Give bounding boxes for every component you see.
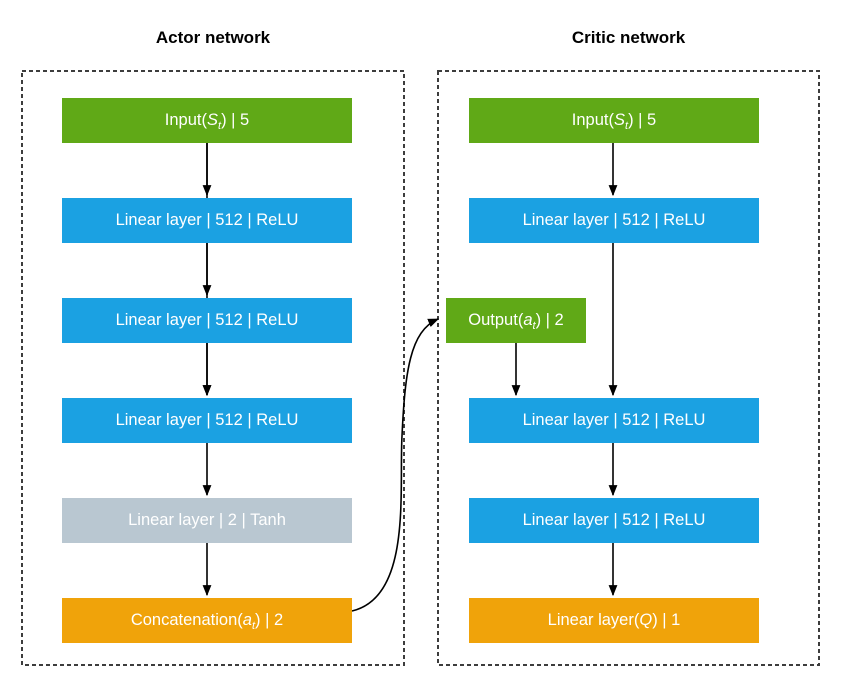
node-label: Input(	[571, 111, 614, 129]
node-actor-input: Input(St) | 5	[62, 98, 352, 143]
critic-network-frame	[437, 70, 820, 666]
node-critic-input: Input(St) | 5	[469, 98, 759, 143]
node-actor-linear1: Linear layer | 512 | ReLU	[62, 198, 352, 243]
node-actor-tanh: Linear layer | 2 | Tanh	[62, 498, 352, 543]
node-label: Linear layer | 512 | ReLU	[115, 211, 299, 229]
node-label-var: S	[613, 111, 625, 129]
actor-network-frame	[21, 70, 405, 666]
node-label: Concatenation(	[130, 611, 243, 629]
node-label: ) | 2	[535, 311, 564, 329]
node-critic-linear1: Linear layer | 512 | ReLU	[469, 198, 759, 243]
node-label: Linear layer | 512 | ReLU	[522, 211, 706, 229]
node-label-sub: t	[251, 620, 256, 632]
arrow-actor-concat-to-critic-output	[351, 318, 440, 612]
node-label: Linear layer | 512 | ReLU	[115, 311, 299, 329]
node-label-var: S	[206, 111, 218, 129]
node-label-sub: t	[532, 320, 536, 332]
node-label: ) | 2	[255, 611, 284, 629]
node-critic-q: Linear layer(Q) | 1	[469, 598, 759, 643]
node-label-var: a	[523, 311, 533, 329]
node-label-sub: t	[625, 120, 629, 132]
node-label: Linear layer | 512 | ReLU	[522, 411, 706, 429]
node-actor-linear3: Linear layer | 512 | ReLU	[62, 398, 352, 443]
node-label-var: Q	[639, 611, 653, 629]
node-critic-linear2: Linear layer | 512 | ReLU	[469, 398, 759, 443]
node-label: Linear layer | 512 | ReLU	[115, 411, 299, 429]
node-label-sub: t	[218, 120, 222, 132]
actor-network-title: Actor network	[155, 28, 271, 47]
node-label-var: a	[242, 611, 252, 629]
node-critic-output: Output(at) | 2	[446, 298, 586, 343]
node-label: ) | 1	[652, 611, 681, 629]
node-label: Output(	[468, 311, 524, 329]
node-actor-linear2: Linear layer | 512 | ReLU	[62, 298, 352, 343]
node-label: ) | 5	[628, 111, 657, 129]
node-label: Linear layer | 2 | Tanh	[128, 511, 286, 529]
node-actor-concatenation: Concatenation(at) | 2	[62, 598, 352, 643]
node-critic-linear3: Linear layer | 512 | ReLU	[469, 498, 759, 543]
node-label: Input(	[164, 111, 207, 129]
node-label: Linear layer(	[547, 611, 640, 629]
critic-network-title: Critic network	[571, 28, 686, 47]
node-label: Linear layer | 512 | ReLU	[522, 511, 706, 529]
node-label: ) | 5	[221, 111, 250, 129]
